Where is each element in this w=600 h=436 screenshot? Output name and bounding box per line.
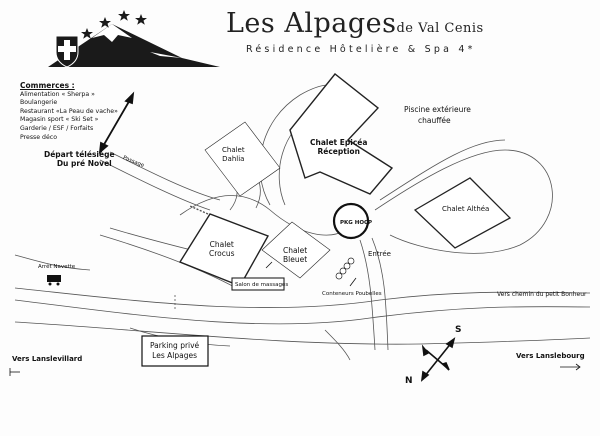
ski-lift-label: Départ télésiège Du pré Novel: [44, 150, 115, 168]
bins-label: Conteneurs Poubelles: [322, 291, 382, 297]
logo-stars: [81, 10, 147, 39]
compass-icon: [420, 337, 456, 382]
amenities-heading: Commerces :: [20, 81, 75, 90]
buildings: [178, 73, 512, 287]
to-chemin-label: Vers chemin du petit Bonheur: [497, 291, 587, 298]
bins-arrow: [349, 277, 357, 287]
resort-title: Les Alpagesde Val Cenis: [226, 8, 484, 39]
massage-salon-box: [231, 277, 285, 291]
amenity-item: Magasin sport « Ski Set »: [20, 116, 99, 124]
mountain-logo: [48, 24, 220, 68]
massage-arrow: [265, 261, 273, 269]
compass-s-label: S: [455, 325, 462, 335]
to-lanslebourg-label: Vers Lanslebourg: [516, 352, 585, 360]
entry-label: Entrée: [368, 250, 391, 258]
compass-n-label: N: [405, 376, 413, 386]
resort-subtitle: Résidence Hôtelière & Spa 4*: [246, 44, 476, 55]
amenities-list: Commerces : Alimentation « Sherpa » Boul…: [20, 81, 118, 142]
roads: [14, 84, 591, 361]
to-lanslevillard-label: Vers Lanslevillard: [12, 355, 83, 363]
ski-lift-arrow: [98, 91, 135, 155]
chalet-althea-label: Chalet Althéa: [442, 205, 490, 213]
amenity-item: Garderie / ESF / Forfaits: [20, 124, 94, 132]
amenity-item: Alimentation « Sherpa »: [20, 90, 95, 98]
bins-icon: [335, 257, 355, 280]
amenity-item: Boulangerie: [20, 99, 58, 107]
parking-box: [141, 335, 209, 367]
amenity-item: Restaurant «La Peau de vache»: [20, 107, 118, 115]
pkg-roundabout: [332, 202, 370, 240]
massage-salon-label: Salon de massages: [235, 282, 289, 288]
bus-stop-icon: [47, 275, 61, 286]
amenity-item: Presse déco: [20, 133, 57, 141]
direction-arrows: [9, 363, 581, 376]
pkg-label: PKG HOCP: [340, 220, 373, 226]
bus-stop-label: Arrêt Navette: [38, 264, 76, 270]
